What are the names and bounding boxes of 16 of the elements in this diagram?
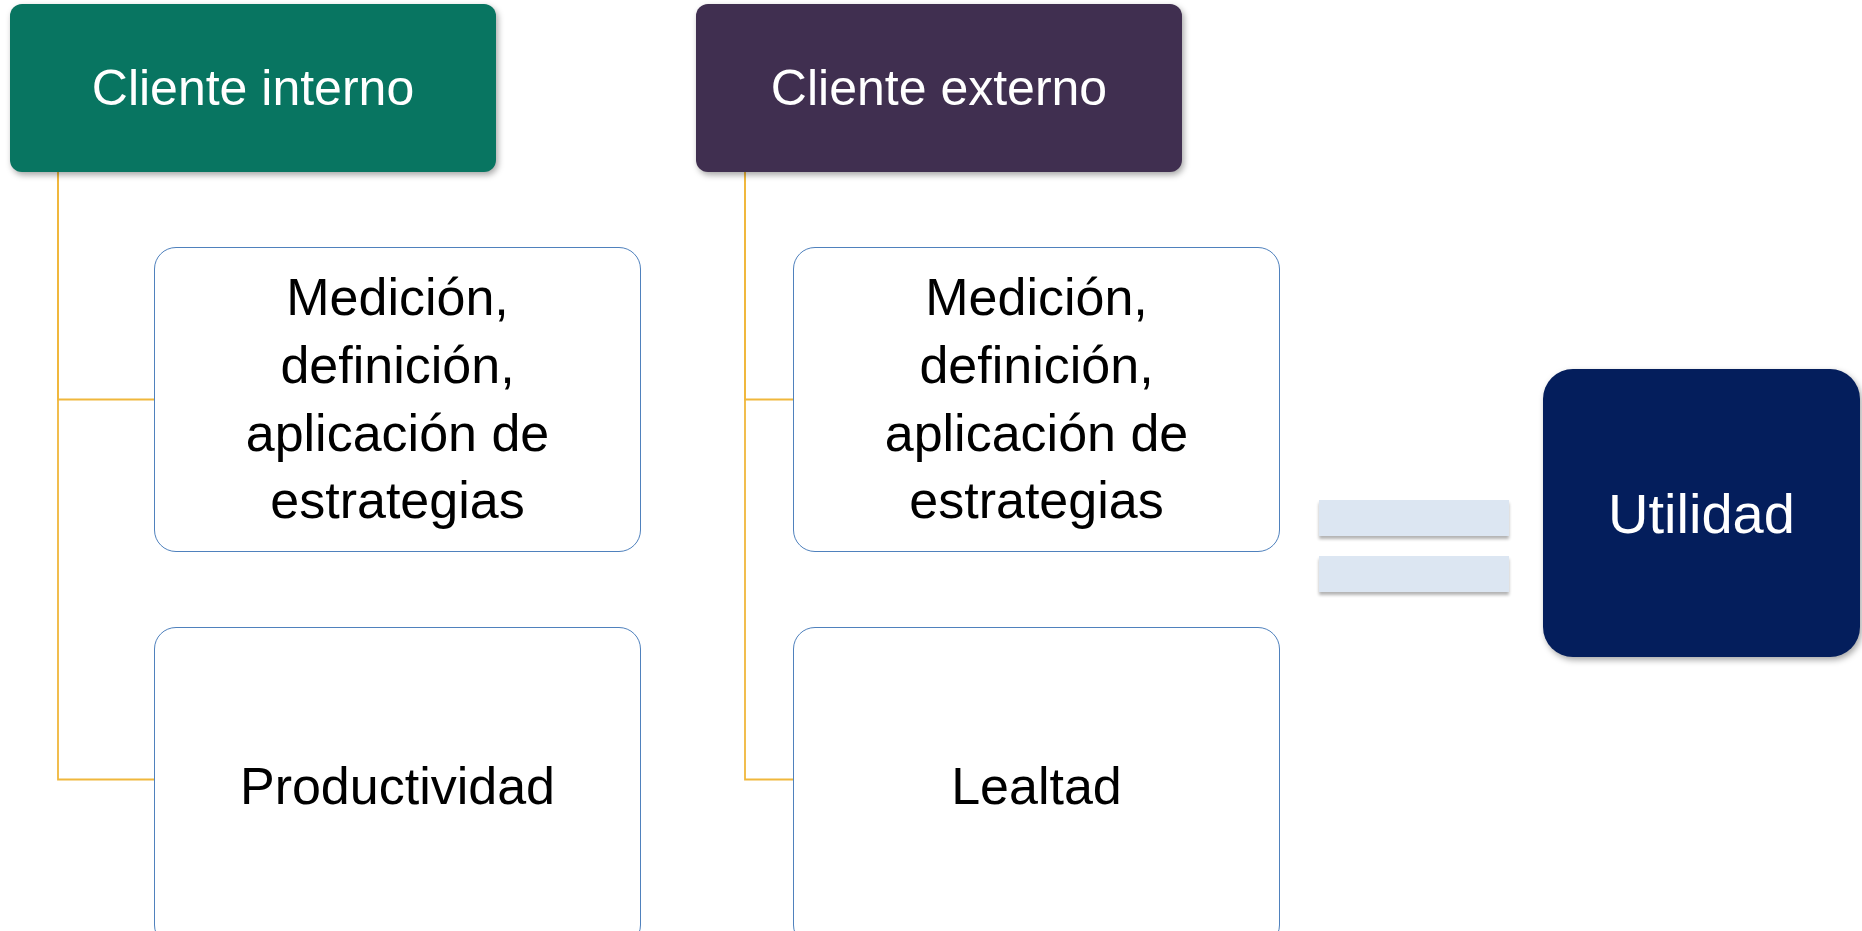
connector-line: [744, 171, 794, 781]
box-label: Utilidad: [1608, 480, 1795, 546]
result-box: [1543, 369, 1860, 657]
item-box: [793, 627, 1280, 931]
item-box: [154, 247, 641, 552]
item-box: [793, 247, 1280, 552]
header-box: [10, 4, 496, 172]
box-label: Medición, definición, aplicación de estrategias: [244, 267, 551, 532]
header-box: [696, 4, 1182, 172]
connector-line: [57, 171, 155, 781]
item-box: [154, 627, 641, 931]
box-label: Cliente externo: [770, 59, 1108, 117]
box-label: Medición, definición, aplicación de estrategias: [883, 267, 1190, 532]
box-label: Productividad: [239, 756, 556, 818]
box-label: Cliente interno: [91, 59, 415, 117]
box-label: Lealtad: [951, 756, 1122, 818]
